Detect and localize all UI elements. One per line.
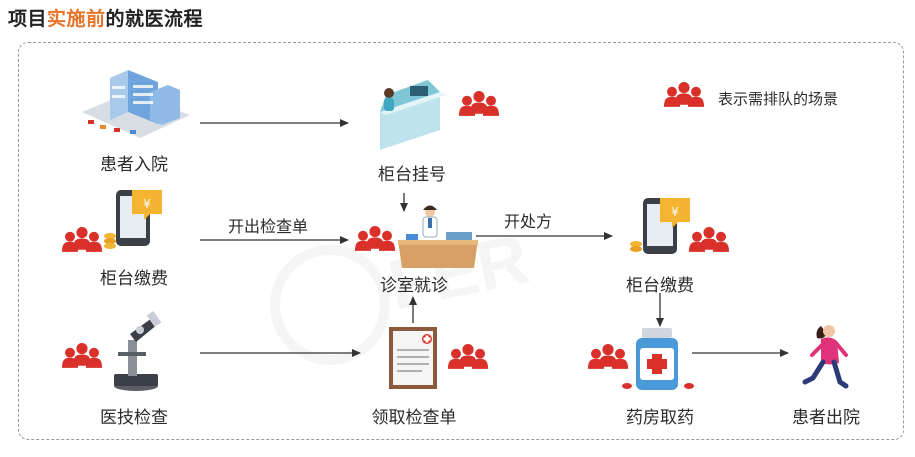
page-title: 项目实施前的就医流程	[8, 4, 203, 31]
node-discharge: 患者出院	[792, 408, 860, 428]
crowd-icon	[459, 91, 499, 116]
crowd-icon	[588, 344, 628, 369]
node-tech-exam: 医技检查	[100, 408, 168, 428]
title-highlight: 实施前	[47, 8, 106, 30]
doctor-desk-icon	[398, 205, 478, 268]
edge-label-exam-order: 开出检查单	[228, 217, 309, 236]
node-payment-left: 柜台缴费	[100, 269, 168, 289]
node-pharmacy: 药房取药	[626, 408, 694, 428]
crowd-icon	[689, 227, 729, 252]
title-suffix: 的就医流程	[105, 8, 204, 30]
medicine-bottle-icon	[622, 328, 694, 390]
microscope-icon	[114, 310, 162, 391]
crowd-icon	[355, 226, 395, 251]
svg-text:¥: ¥	[671, 205, 679, 219]
crowd-icon	[448, 344, 488, 369]
node-collect-exam-form: 领取检查单	[371, 408, 457, 428]
crowd-icon	[62, 227, 102, 252]
node-admission: 患者入院	[100, 155, 168, 175]
node-consultation: 诊室就诊	[380, 276, 448, 296]
svg-text:¥: ¥	[143, 197, 151, 211]
node-payment-right: 柜台缴费	[626, 276, 694, 296]
walking-person-icon	[802, 325, 849, 389]
exam-form-icon	[389, 327, 437, 389]
phone-payment-icon: ¥	[104, 190, 162, 249]
registration-counter-icon	[380, 80, 446, 150]
crowd-icon	[664, 82, 704, 107]
crowd-icon	[62, 343, 102, 368]
edge-label-prescription: 开处方	[504, 212, 553, 231]
phone-payment-icon: ¥	[630, 198, 690, 254]
legend-text: 表示需排队的场景	[718, 90, 839, 108]
node-registration: 柜台挂号	[378, 165, 446, 185]
diagram-frame	[18, 42, 904, 440]
title-prefix: 项目	[8, 8, 48, 30]
hospital-building-icon	[82, 70, 190, 138]
